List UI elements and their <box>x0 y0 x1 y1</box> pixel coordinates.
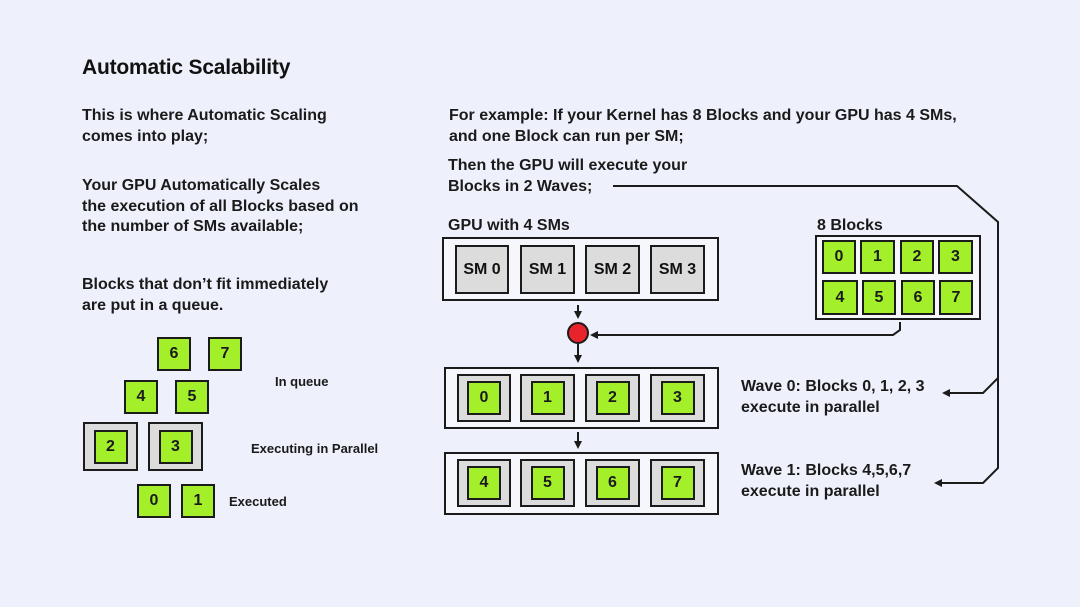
wave1-sm: 6 <box>585 459 640 507</box>
wave0-caption: Wave 0: Blocks 0, 1, 2, 3 execute in par… <box>741 377 925 418</box>
waves-connector-line <box>613 185 999 487</box>
wave1-caption: Wave 1: Blocks 4,5,6,7 execute in parall… <box>741 461 911 502</box>
text-line: Wave 1: Blocks 4,5,6,7 <box>741 462 912 479</box>
queued-block: 5 <box>175 380 209 414</box>
example-paragraph: For example: If your Kernel has 8 Blocks… <box>449 106 957 147</box>
blocks-label: 8 Blocks <box>817 217 883 234</box>
executed-block: 1 <box>181 484 215 518</box>
text-line: Then the GPU will execute your <box>448 157 688 174</box>
kernel-block: 1 <box>860 240 895 274</box>
text-line: Your GPU Automatically Scales <box>82 177 321 194</box>
text-line: the number of SMs available; <box>82 218 304 235</box>
text-line: Blocks in 2 Waves; <box>448 177 593 195</box>
executing-block: 3 <box>158 429 193 464</box>
wave0-sm: 3 <box>650 374 705 422</box>
wave0-sm: 2 <box>585 374 640 422</box>
executing-sm: 3 <box>148 422 203 471</box>
gpu-label: GPU with 4 SMs <box>448 217 570 234</box>
wave1-sm: 4 <box>457 459 511 507</box>
scaling-paragraph: Your GPU Automatically Scales the execut… <box>82 176 359 238</box>
kernel-block: 4 <box>822 280 858 315</box>
wave0-arrow <box>942 377 999 397</box>
executed-block: 0 <box>137 484 171 518</box>
page-title: Automatic Scalability <box>82 56 291 79</box>
executing-label: Executing in Parallel <box>251 441 379 456</box>
wave0-sm: 0 <box>457 374 511 422</box>
intro-paragraph: This is where Automatic Scaling comes in… <box>82 106 327 147</box>
kernel-block: 3 <box>938 240 973 274</box>
sm-unit: SM 1 <box>520 245 575 294</box>
text-line: Wave 0: Blocks 0, 1, 2, 3 <box>741 378 925 395</box>
in-queue-label: In queue <box>275 374 329 389</box>
text-line: and one Block can run per SM; <box>449 127 684 145</box>
sm-unit: SM 2 <box>585 245 640 294</box>
wave1-sm: 5 <box>520 459 575 507</box>
queued-block: 7 <box>208 337 242 371</box>
wave1-block: 5 <box>530 466 565 500</box>
wave1-sm: 7 <box>650 459 705 507</box>
waves-paragraph: Then the GPU will execute your Blocks in… <box>448 156 687 197</box>
executing-sm: 2 <box>83 422 138 471</box>
executing-block: 2 <box>93 429 128 464</box>
wave0-sm: 1 <box>520 374 575 422</box>
text-line: are put in a queue. <box>82 296 224 314</box>
kernel-block: 2 <box>900 240 934 274</box>
sm-unit: SM 0 <box>455 245 509 294</box>
text-line: This is where Automatic Scaling <box>82 107 327 124</box>
text-line: the execution of all Blocks based on <box>82 197 359 215</box>
wave0-block: 0 <box>467 381 501 415</box>
text-line: execute in parallel <box>741 398 880 416</box>
kernel-block: 7 <box>939 280 973 315</box>
text-line: comes into play; <box>82 127 209 145</box>
kernel-block: 5 <box>862 280 896 315</box>
text-line: Blocks that don’t fit immediately <box>82 276 329 293</box>
kernel-block: 0 <box>822 240 856 274</box>
wave1-block: 7 <box>660 466 695 500</box>
sm-unit: SM 3 <box>650 245 705 294</box>
executed-label: Executed <box>229 494 287 509</box>
wave1-block: 4 <box>467 466 501 500</box>
scheduler-dot-icon <box>567 322 589 344</box>
wave0-block: 3 <box>660 381 695 415</box>
text-line: For example: If your Kernel has 8 Blocks… <box>449 107 957 124</box>
wave0-block: 1 <box>530 381 565 415</box>
queued-block: 6 <box>157 337 191 371</box>
queued-block: 4 <box>124 380 158 414</box>
queue-paragraph: Blocks that don’t fit immediately are pu… <box>82 275 328 316</box>
wave0-block: 2 <box>595 381 630 415</box>
text-line: execute in parallel <box>741 482 880 500</box>
wave1-block: 6 <box>595 466 630 500</box>
blocks-to-scheduler-arrow <box>590 322 901 339</box>
kernel-block: 6 <box>901 280 935 315</box>
